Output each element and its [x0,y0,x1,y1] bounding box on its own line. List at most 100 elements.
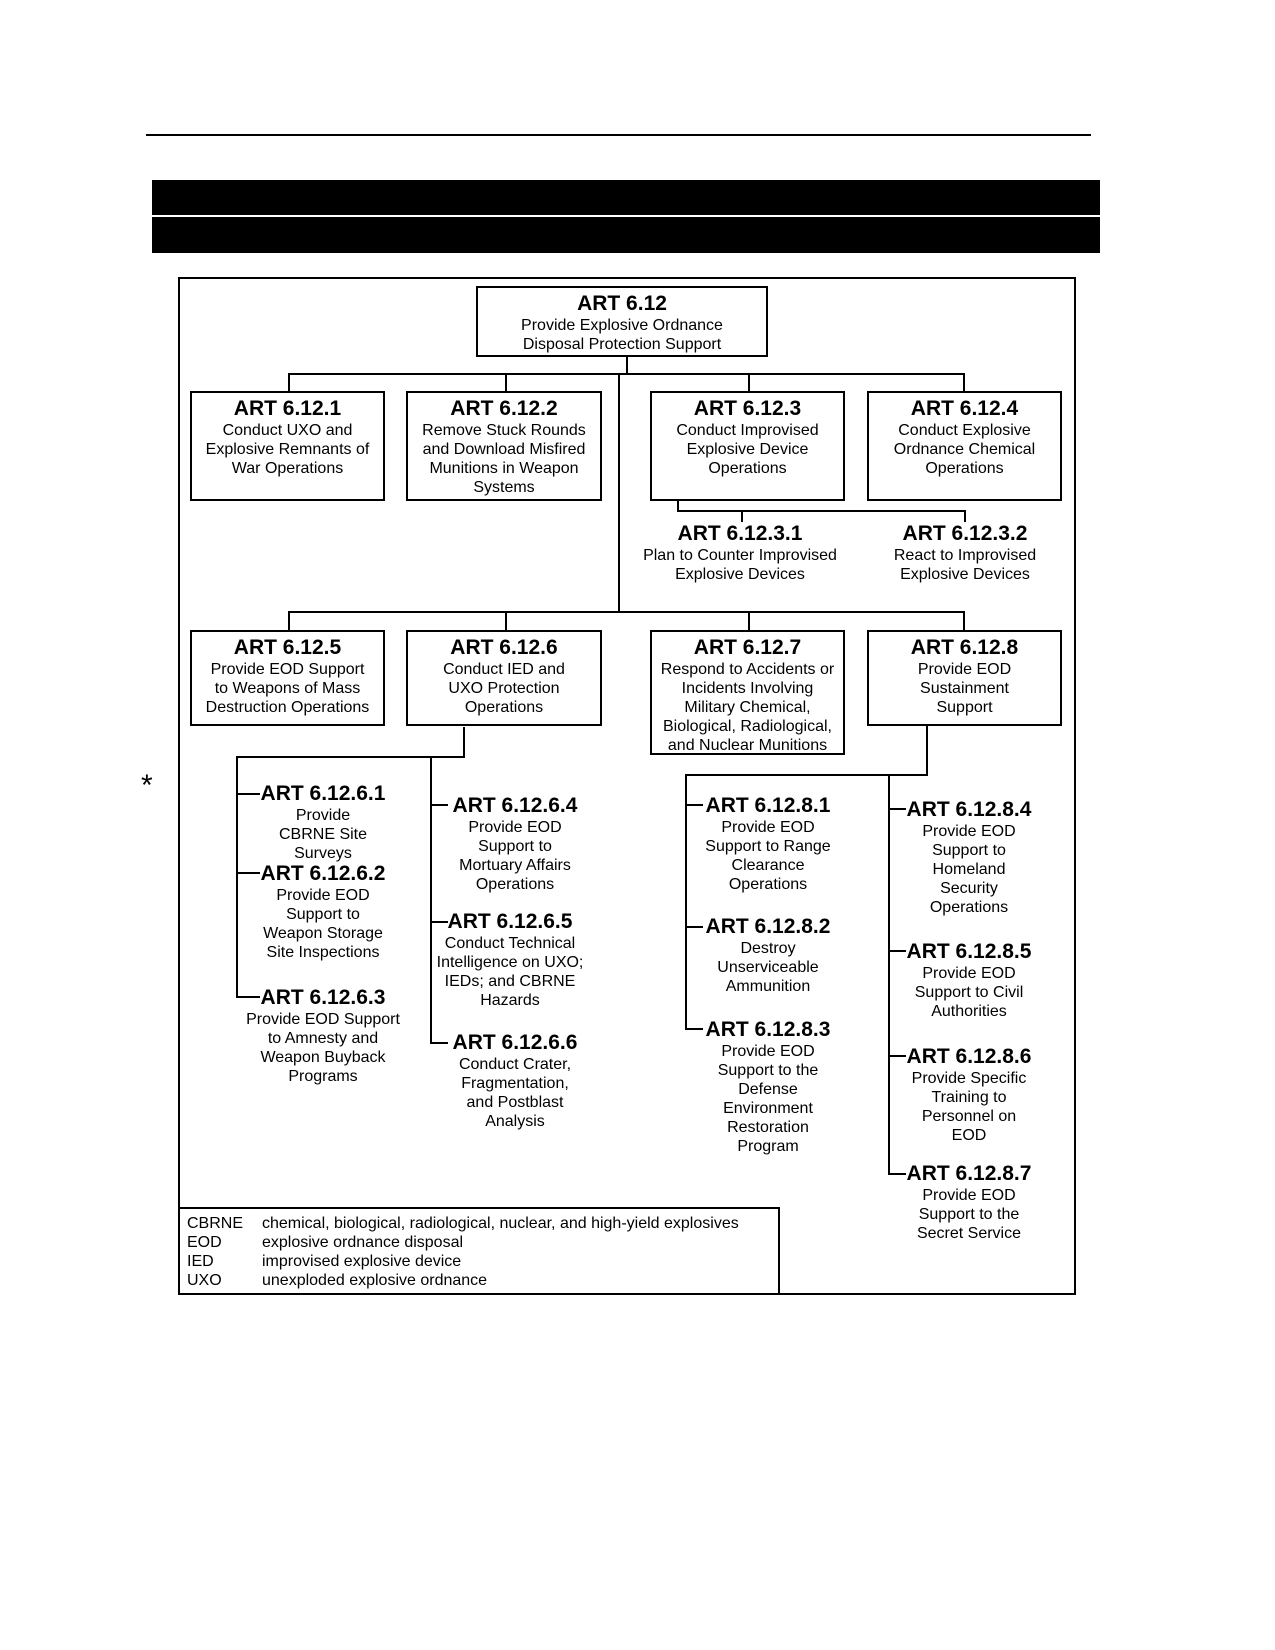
node-art-6-12-5: ART 6.12.5 Provide EOD Support to Weapon… [190,630,385,726]
node-art-6-12-8-5: ART 6.12.8.5 Provide EOD Support to Civi… [894,940,1044,1021]
node-art-6-12-7: ART 6.12.7 Respond to Accidents or Incid… [650,630,845,755]
node-code: ART 6.12.4 [910,397,1019,420]
connector [964,510,966,522]
node-code: ART 6.12.8.7 [906,1162,1032,1185]
connector [236,872,260,874]
node-desc: Provide EOD Support to Civil Authorities [914,965,1024,1020]
legend-row: IED improvised explosive device [187,1252,778,1271]
connector [888,808,906,810]
node-desc: Provide CBRNE Site Surveys [278,807,368,862]
connector [963,611,965,631]
node-art-6-12-8-2: ART 6.12.8.2 Destroy Unserviceable Ammun… [693,915,843,996]
node-desc: Provide EOD Support to Range Clearance O… [705,819,831,893]
node-desc: Provide Specific Training to Personnel o… [911,1070,1027,1144]
node-code: ART 6.12.6 [450,636,558,659]
node-art-6-12-6-3: ART 6.12.6.3 Provide EOD Support to Amne… [238,986,408,1086]
node-code: ART 6.12.6.4 [452,794,578,817]
node-code: ART 6.12.8.2 [705,915,831,938]
connector [236,793,260,795]
node-desc: Provide EOD Support to Amnesty and Weapo… [246,1011,400,1085]
legend-abbr: IED [187,1253,214,1270]
connector [288,611,964,613]
node-art-6-12-6: ART 6.12.6 Conduct IED and UXO Protectio… [406,630,602,726]
node-art-6-12-3-1: ART 6.12.3.1 Plan to Counter Improvised … [630,522,850,584]
connector [888,1173,906,1175]
node-code: ART 6.12.8.5 [906,940,1032,963]
node-code: ART 6.12.8 [910,636,1019,659]
connector [288,373,290,393]
legend-abbr: EOD [187,1234,222,1251]
connector [677,510,966,512]
acronym-legend: CBRNE chemical, biological, radiological… [178,1207,780,1295]
legend-text: chemical, biological, radiological, nucl… [262,1215,739,1232]
connector [748,611,750,631]
node-art-6-12: ART 6.12 Provide Explosive Ordnance Disp… [476,286,768,357]
node-code: ART 6.12.3.1 [677,522,803,545]
node-desc: Provide EOD Support to Weapon Storage Si… [263,887,383,961]
connector [430,1042,448,1044]
node-code: ART 6.12.3 [693,397,802,420]
connector [888,774,890,1174]
connector [685,804,703,806]
connector [505,611,507,631]
connector [288,373,964,375]
node-code: ART 6.12.1 [233,397,342,420]
node-code: ART 6.12.5 [233,636,342,659]
connector [505,373,507,393]
connector [430,756,432,1043]
node-code: ART 6.12.6.6 [452,1031,578,1054]
black-title-bar-2 [152,217,1100,253]
node-code: ART 6.12.8.4 [906,798,1032,821]
node-desc: Provide EOD Sustainment Support [917,661,1012,716]
node-code: ART 6.12.3.2 [902,522,1028,545]
node-art-6-12-8: ART 6.12.8 Provide EOD Sustainment Suppo… [867,630,1062,726]
legend-row: UXO unexploded explosive ordnance [187,1271,778,1290]
connector [685,774,687,1029]
connector [430,804,448,806]
node-art-6-12-3-2: ART 6.12.3.2 React to Improvised Explosi… [870,522,1060,584]
node-desc: Provide Explosive Ordnance Disposal Prot… [521,317,723,353]
legend-text: explosive ordnance disposal [262,1234,464,1251]
node-desc: Provide EOD Support to Homeland Security… [922,823,1016,916]
connector [288,611,290,631]
legend-row: CBRNE chemical, biological, radiological… [187,1214,778,1233]
node-desc: Plan to Counter Improvised Explosive Dev… [643,547,837,583]
node-desc: Conduct Technical Intelligence on UXO; I… [436,935,584,1009]
connector [626,356,628,374]
node-art-6-12-8-3: ART 6.12.8.3 Provide EOD Support to the … [693,1018,843,1156]
node-art-6-12-8-7: ART 6.12.8.7 Provide EOD Support to the … [894,1162,1044,1243]
connector [888,950,906,952]
node-art-6-12-8-6: ART 6.12.8.6 Provide Specific Training t… [894,1045,1044,1145]
connector [926,725,928,775]
node-desc: Conduct IED and UXO Protection Operation… [443,661,565,716]
node-code: ART 6.12 [577,292,667,315]
node-art-6-12-8-1: ART 6.12.8.1 Provide EOD Support to Rang… [693,794,843,894]
node-art-6-12-6-6: ART 6.12.6.6 Conduct Crater, Fragmentati… [440,1031,590,1131]
node-code: ART 6.12.2 [450,397,558,420]
node-art-6-12-4: ART 6.12.4 Conduct Explosive Ordnance Ch… [867,391,1062,501]
node-art-6-12-8-4: ART 6.12.8.4 Provide EOD Support to Home… [894,798,1044,917]
legend-text: improvised explosive device [262,1253,462,1270]
node-code: ART 6.12.7 [693,636,802,659]
connector [618,373,620,612]
connector [888,1055,906,1057]
node-code: ART 6.12.6.3 [260,986,386,1009]
connector [748,373,750,393]
node-desc: Respond to Accidents or Incidents Involv… [660,661,835,754]
connector [685,774,928,776]
node-code: ART 6.12.8.3 [705,1018,831,1041]
connector [963,373,965,393]
node-art-6-12-6-4: ART 6.12.6.4 Provide EOD Support to Mort… [440,794,590,894]
connector [430,921,448,923]
legend-abbr: CBRNE [187,1215,244,1232]
node-desc: Conduct UXO and Explosive Remnants of Wa… [205,422,370,477]
legend-row: EOD explosive ordnance disposal [187,1233,778,1252]
connector [236,756,238,997]
node-desc: Conduct Improvised Explosive Device Oper… [676,422,819,477]
connector [741,510,743,522]
connector [685,1028,703,1030]
node-art-6-12-6-5: ART 6.12.6.5 Conduct Technical Intellige… [435,910,585,1010]
node-art-6-12-6-1: ART 6.12.6.1 Provide CBRNE Site Surveys [248,782,398,863]
node-desc: Provide EOD Support to the Defense Envir… [717,1043,819,1155]
node-desc: Destroy Unserviceable Ammunition [717,940,819,995]
